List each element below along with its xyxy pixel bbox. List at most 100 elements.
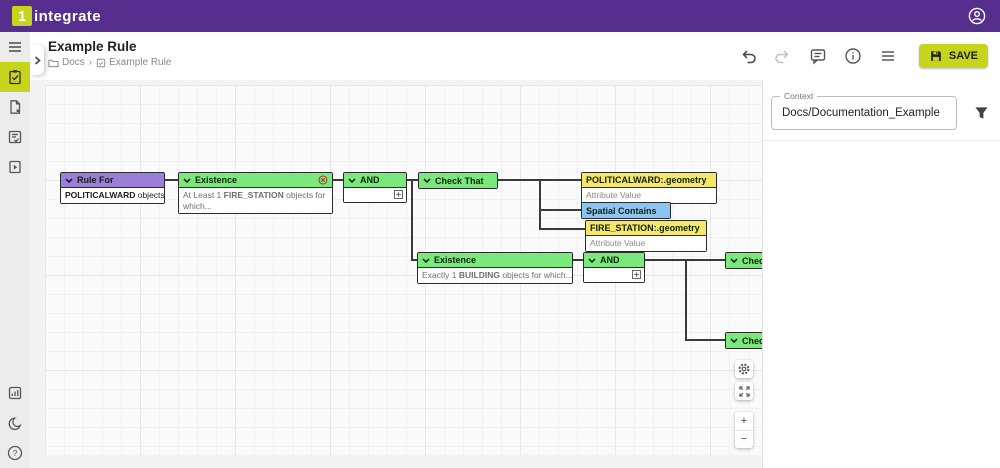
logo-mark: 1 [12,6,32,26]
top-header: 1 integrate [0,0,1000,32]
fit-screen-icon [738,385,750,397]
document-play-icon [9,160,21,174]
info-button[interactable] [843,46,863,66]
sidebar-item-actions[interactable] [0,122,30,152]
node-rule-for[interactable]: Rule For POLITICALWARD objects [60,172,165,204]
comments-button[interactable] [808,46,828,66]
node-body: POLITICALWARD objects [61,188,164,203]
sidebar-item-sessions[interactable] [0,32,30,62]
sidebar-item-action-maps[interactable] [0,152,30,182]
context-field[interactable]: Context Docs/Documentation_Example [771,91,957,130]
node-title: Existence [434,255,477,265]
node-title: Check That [742,255,762,266]
node-check-that-3[interactable]: Check That [725,332,762,349]
node-existence-2[interactable]: Existence Exactly 1 BUILDING objects for… [417,252,573,284]
redo-icon [775,50,789,64]
node-body: Exactly 1 BUILDING objects for which... [418,268,572,283]
chevron-down-icon[interactable] [65,177,73,183]
toolbar-actions: SAVE [738,32,988,80]
chevron-down-icon[interactable] [730,258,738,263]
edge [411,259,419,261]
canvas-settings-button[interactable] [735,360,753,378]
node-and-1[interactable]: AND [343,172,407,203]
document-icon [10,100,21,114]
filter-icon [974,107,988,119]
node-and-2[interactable]: AND [583,252,645,283]
node-title: Existence [195,175,238,185]
node-body: Attribute Value [582,188,716,203]
node-title: POLITICALWARD:.geometry [586,175,707,185]
sidebar-item-help[interactable]: ? [0,438,30,468]
breadcrumb-docs-label: Docs [62,57,85,68]
context-field-value: Docs/Documentation_Example [782,107,940,119]
remove-node-icon[interactable] [318,175,328,185]
node-title: AND [360,175,380,185]
edge [333,179,343,181]
edge [539,209,581,211]
account-icon[interactable] [966,5,988,27]
node-check-that-1[interactable]: Check That [418,172,498,189]
save-button-label: SAVE [948,50,978,62]
node-spatial-contains[interactable]: Spatial Contains [581,202,671,219]
title-block: Example Rule Docs › Example Rule [48,39,171,68]
chevron-down-icon[interactable] [423,178,431,183]
page-title: Example Rule [48,39,137,54]
node-body: At Least 1 FIRE_STATION objects for whic… [179,188,332,214]
breadcrumb-current-label: Example Rule [109,57,172,68]
bar-chart-icon [8,386,22,400]
chevron-down-icon[interactable] [348,177,356,183]
context-panel: Context Docs/Documentation_Example [762,80,1000,468]
filter-button[interactable] [972,104,990,122]
info-icon [845,48,861,64]
app-logo[interactable]: 1 integrate [12,6,101,26]
comment-icon [810,49,826,65]
sidebar-item-dark-mode[interactable] [0,408,30,438]
sidebar-item-rules[interactable] [0,62,30,92]
svg-text:?: ? [13,448,18,458]
left-sidebar: ? [0,32,30,468]
save-button[interactable]: SAVE [918,44,988,68]
node-fire-station-geometry[interactable]: FIRE_STATION:.geometry Attribute Value [585,220,707,252]
logo-name: integrate [34,7,101,25]
edge [685,259,687,341]
zoom-out-button[interactable]: − [740,433,748,446]
breadcrumb-current[interactable]: Example Rule [96,57,171,68]
zoom-divider [735,429,753,431]
rule-canvas[interactable]: Rule For POLITICALWARD objects Existence… [45,85,762,455]
chevron-down-icon[interactable] [422,257,430,263]
clipboard-check-icon [9,70,21,85]
node-title: Check That [435,175,484,186]
sidebar-item-dashboard[interactable] [0,378,30,408]
chevron-down-icon[interactable] [730,338,738,343]
add-child-icon[interactable] [394,190,403,199]
node-title: AND [600,255,620,265]
node-title: FIRE_STATION:.geometry [590,223,700,233]
node-title: Rule For [77,175,114,185]
chevron-right-icon [34,55,41,65]
sidebar-item-data-stores[interactable] [0,92,30,122]
undo-button[interactable] [738,46,758,66]
expand-panel-tab[interactable] [30,45,44,75]
redo-button[interactable] [773,46,793,66]
breadcrumb-separator: › [88,57,93,68]
node-politicalward-geometry[interactable]: POLITICALWARD:.geometry Attribute Value [581,172,717,204]
canvas-fit-button[interactable] [735,382,753,400]
add-child-icon[interactable] [632,270,641,279]
breadcrumb: Docs › Example Rule [48,57,171,68]
zoom-in-button[interactable]: + [740,414,748,427]
breadcrumb-docs[interactable]: Docs [48,57,85,68]
edge [539,228,585,230]
checklist-icon [8,130,22,144]
chevron-down-icon[interactable] [183,177,191,183]
edge [685,339,725,341]
node-body [344,188,406,202]
node-check-that-2[interactable]: Check That [725,252,762,269]
edge [411,179,413,261]
edge [539,179,541,230]
undo-icon [742,50,756,64]
node-existence-1[interactable]: Existence At Least 1 FIRE_STATION object… [178,172,333,215]
chevron-down-icon[interactable] [588,257,596,263]
list-view-button[interactable] [878,46,898,66]
canvas-viewport: Rule For POLITICALWARD objects Existence… [30,80,762,468]
help-icon: ? [7,445,23,461]
